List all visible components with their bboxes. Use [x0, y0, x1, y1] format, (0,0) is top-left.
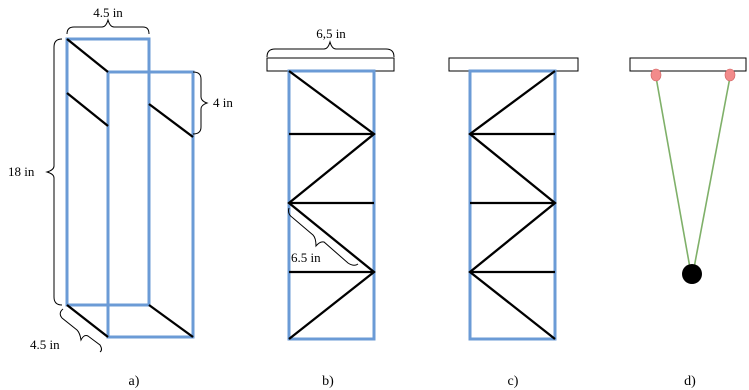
dim-side-label: 4 in [213, 95, 233, 110]
top-plate [629, 57, 747, 72]
dim-top-label: 4.5 in [93, 5, 123, 20]
brace-side [192, 71, 209, 135]
front-face [106, 70, 195, 339]
truss-frame [287, 69, 376, 341]
truss-diagonals [287, 70, 376, 340]
clamp-left [650, 68, 662, 82]
panel-c: c) [448, 57, 579, 389]
pendulum-weight [682, 264, 702, 284]
wire-right [693, 76, 731, 269]
brace-diag [288, 207, 359, 266]
caption-a: a) [129, 374, 140, 389]
edge-top-left [66, 38, 109, 73]
brace-width [266, 40, 395, 58]
truss-frame [468, 69, 557, 341]
edge-mid-left [66, 92, 109, 127]
panel-b: 6,5 in 6.5 in b) [266, 26, 395, 389]
panel-a: 4.5 in 4 in 18 in 4.5 in a) [8, 5, 233, 389]
caption-c: c) [508, 374, 519, 389]
clamp-right [724, 68, 736, 82]
wire-left [655, 76, 691, 269]
top-plate [266, 57, 395, 72]
brace-top [66, 18, 150, 35]
truss-diagonals [468, 70, 557, 340]
caption-b: b) [322, 374, 334, 389]
edge-mid-right [148, 103, 194, 138]
dim-diag-label: 6.5 in [291, 250, 321, 265]
edge-bot-left [66, 304, 109, 338]
caption-d: d) [684, 374, 696, 389]
edge-bot-right [148, 304, 194, 338]
brace-bottom [59, 308, 102, 353]
dim-width-label: 6,5 in [316, 26, 346, 41]
brace-height [45, 38, 63, 306]
panel-d: d) [629, 57, 747, 389]
dim-bottom-label: 4.5 in [30, 337, 60, 352]
dim-height-label: 18 in [8, 164, 35, 179]
top-plate [448, 57, 579, 72]
